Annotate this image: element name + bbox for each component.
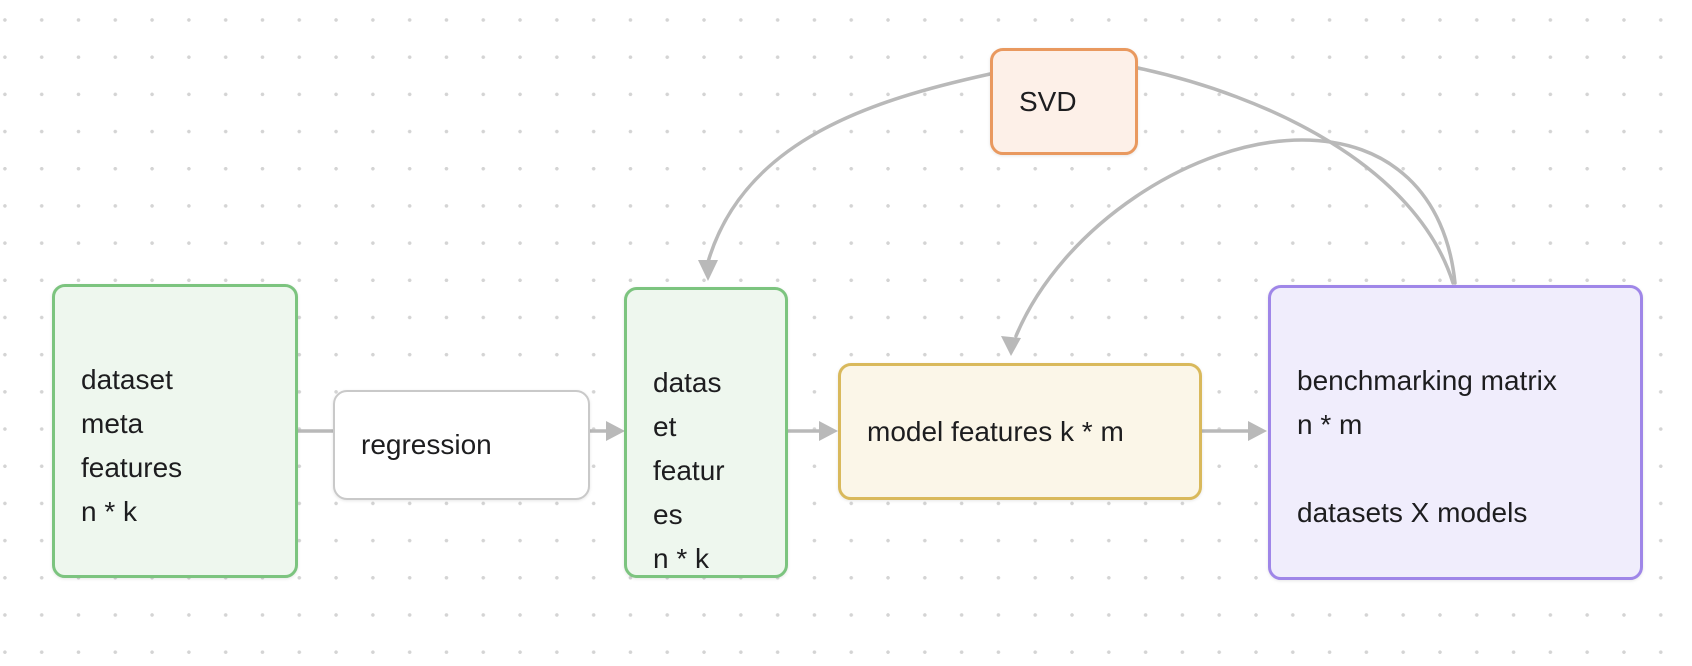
node-dataset-meta-features[interactable]: dataset meta features n * k (52, 284, 298, 578)
edge-dataset-features-to-model-features-arrowhead (819, 421, 838, 441)
node-regression[interactable]: regression (333, 390, 590, 500)
node-model-features-label: model features k * m (867, 415, 1124, 447)
edge-regression-to-dataset-features-arrowhead (606, 421, 625, 441)
node-model-features[interactable]: model features k * m (838, 363, 1202, 500)
edge-benchmarking-matrix-to-model-features[interactable] (1014, 138, 1457, 338)
node-dataset-features-label: datas et featur es n * k (653, 367, 725, 574)
edge-svd-to-dataset-features[interactable] (706, 72, 992, 264)
edge-model-features-to-benchmarking-matrix-arrowhead (1248, 421, 1267, 441)
node-dataset-meta-features-label: dataset meta features n * k (81, 364, 183, 527)
node-regression-label: regression (361, 429, 492, 460)
node-svd-label: SVD (1019, 85, 1077, 117)
edge-svd-to-dataset-features-arrowhead (698, 260, 718, 281)
edge-benchmarking-matrix-to-model-features-arrowhead (1001, 336, 1021, 356)
node-benchmarking-matrix[interactable]: benchmarking matrix n * m datasets X mod… (1268, 285, 1643, 580)
node-benchmarking-matrix-label: benchmarking matrix n * m datasets X mod… (1297, 365, 1557, 528)
node-svd[interactable]: SVD (990, 48, 1138, 155)
node-dataset-features[interactable]: datas et featur es n * k (624, 287, 788, 578)
